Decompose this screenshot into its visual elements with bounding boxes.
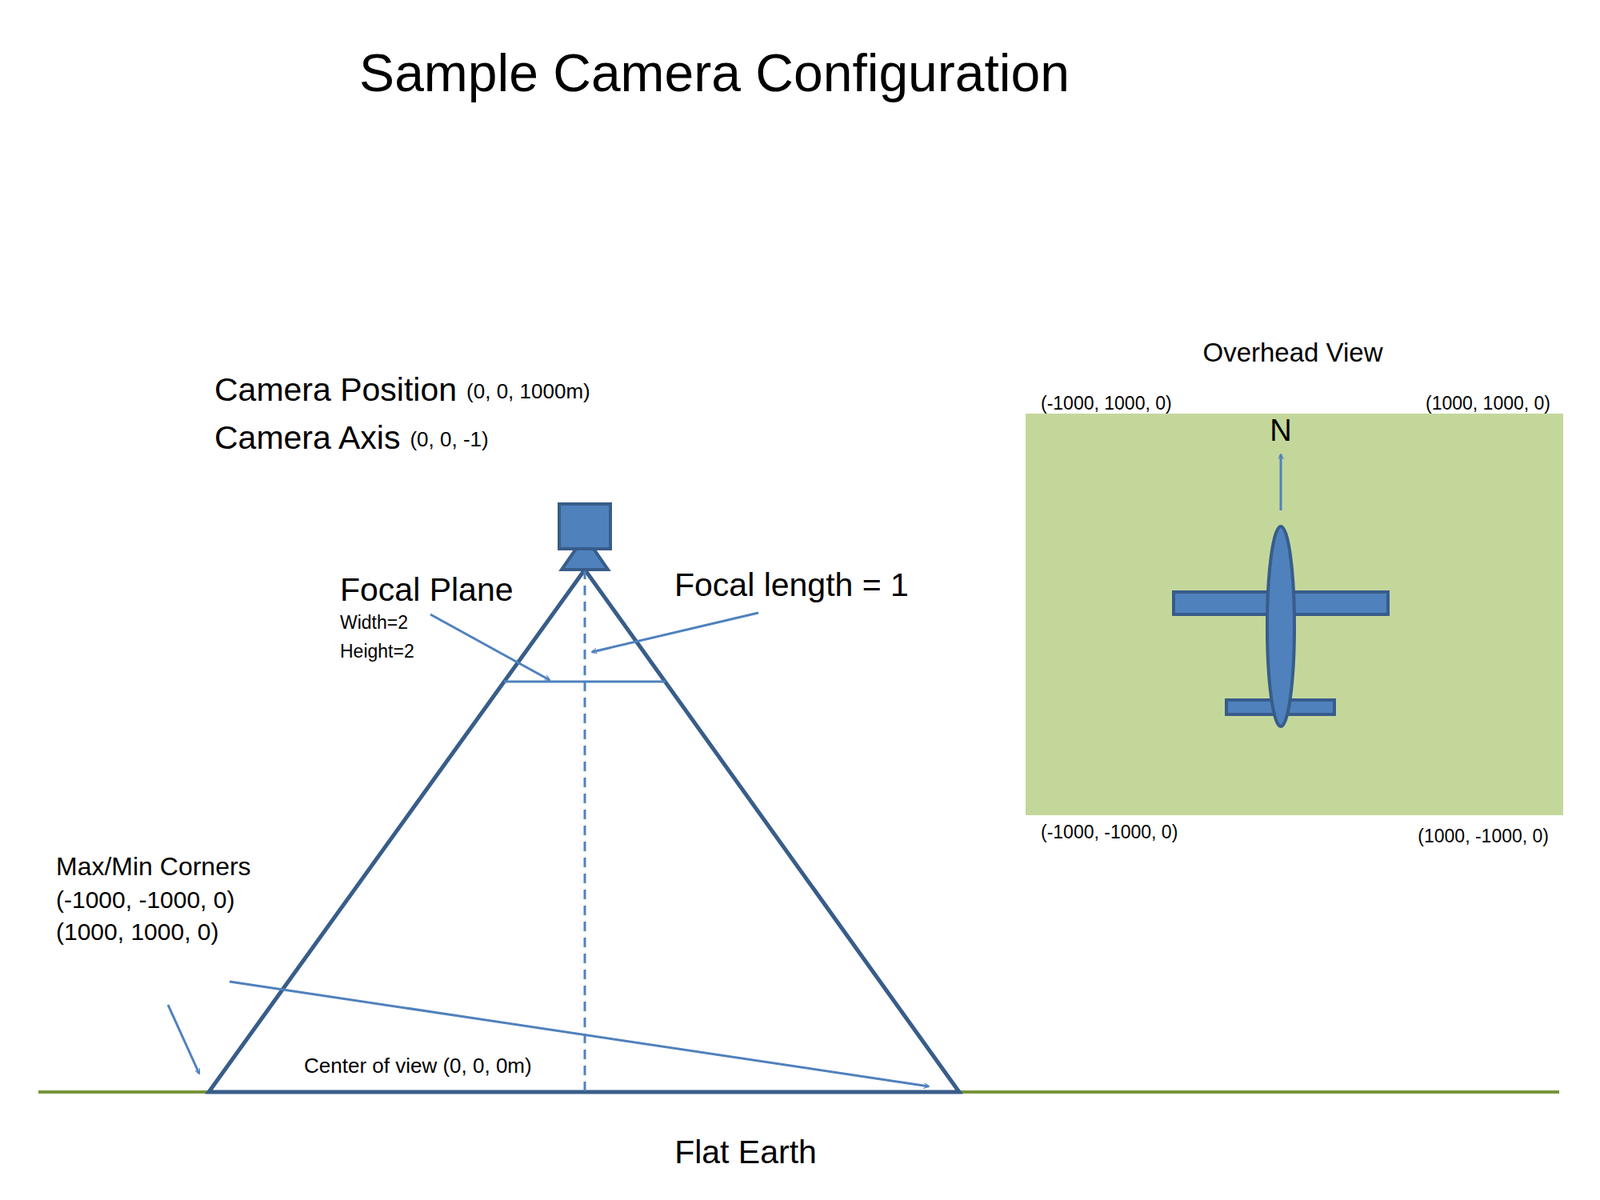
camera-axis-line	[584, 569, 587, 1092]
camera-lens	[561, 548, 608, 570]
label: Center of view (0, 0, 0m)	[304, 1054, 532, 1079]
label: (-1000, 1000, 0)	[1040, 392, 1172, 414]
focal-plane-line	[504, 680, 666, 684]
label: Camera Position	[214, 371, 457, 409]
leader-arrow	[168, 1004, 200, 1074]
label: Height=2	[340, 640, 415, 662]
label: (1000, 1000, 0)	[1425, 392, 1551, 414]
label: Focal Plane	[340, 571, 514, 609]
leader-arrow	[229, 981, 929, 1087]
leader-arrow	[430, 614, 550, 680]
overhead-view-panel: Overhead ViewN	[1025, 413, 1564, 816]
label: (1000, -1000, 0)	[1417, 825, 1549, 847]
overhead-ground	[1025, 413, 1564, 816]
north-arrow	[1280, 454, 1283, 511]
label: (-1000, -1000, 0)	[56, 886, 235, 915]
panel-heading: Overhead View	[1202, 337, 1383, 368]
label: Width=2	[340, 612, 408, 633]
label: (-1000, -1000, 0)	[1040, 821, 1178, 843]
airplane-fuselage	[1267, 526, 1295, 727]
label: Flat Earth	[674, 1133, 817, 1172]
leader-arrow	[592, 612, 759, 652]
north-label: N	[1269, 413, 1292, 449]
title: Sample Camera Configuration	[359, 43, 1070, 104]
label: Max/Min Corners	[56, 852, 252, 882]
label: Camera Axis	[214, 419, 400, 457]
view-triangle	[208, 569, 960, 1092]
camera-body	[559, 504, 611, 549]
label: (0, 0, -1)	[409, 428, 488, 452]
label: Focal length = 1	[674, 566, 909, 604]
label: (0, 0, 1000m)	[466, 380, 591, 404]
label: (1000, 1000, 0)	[56, 918, 219, 947]
